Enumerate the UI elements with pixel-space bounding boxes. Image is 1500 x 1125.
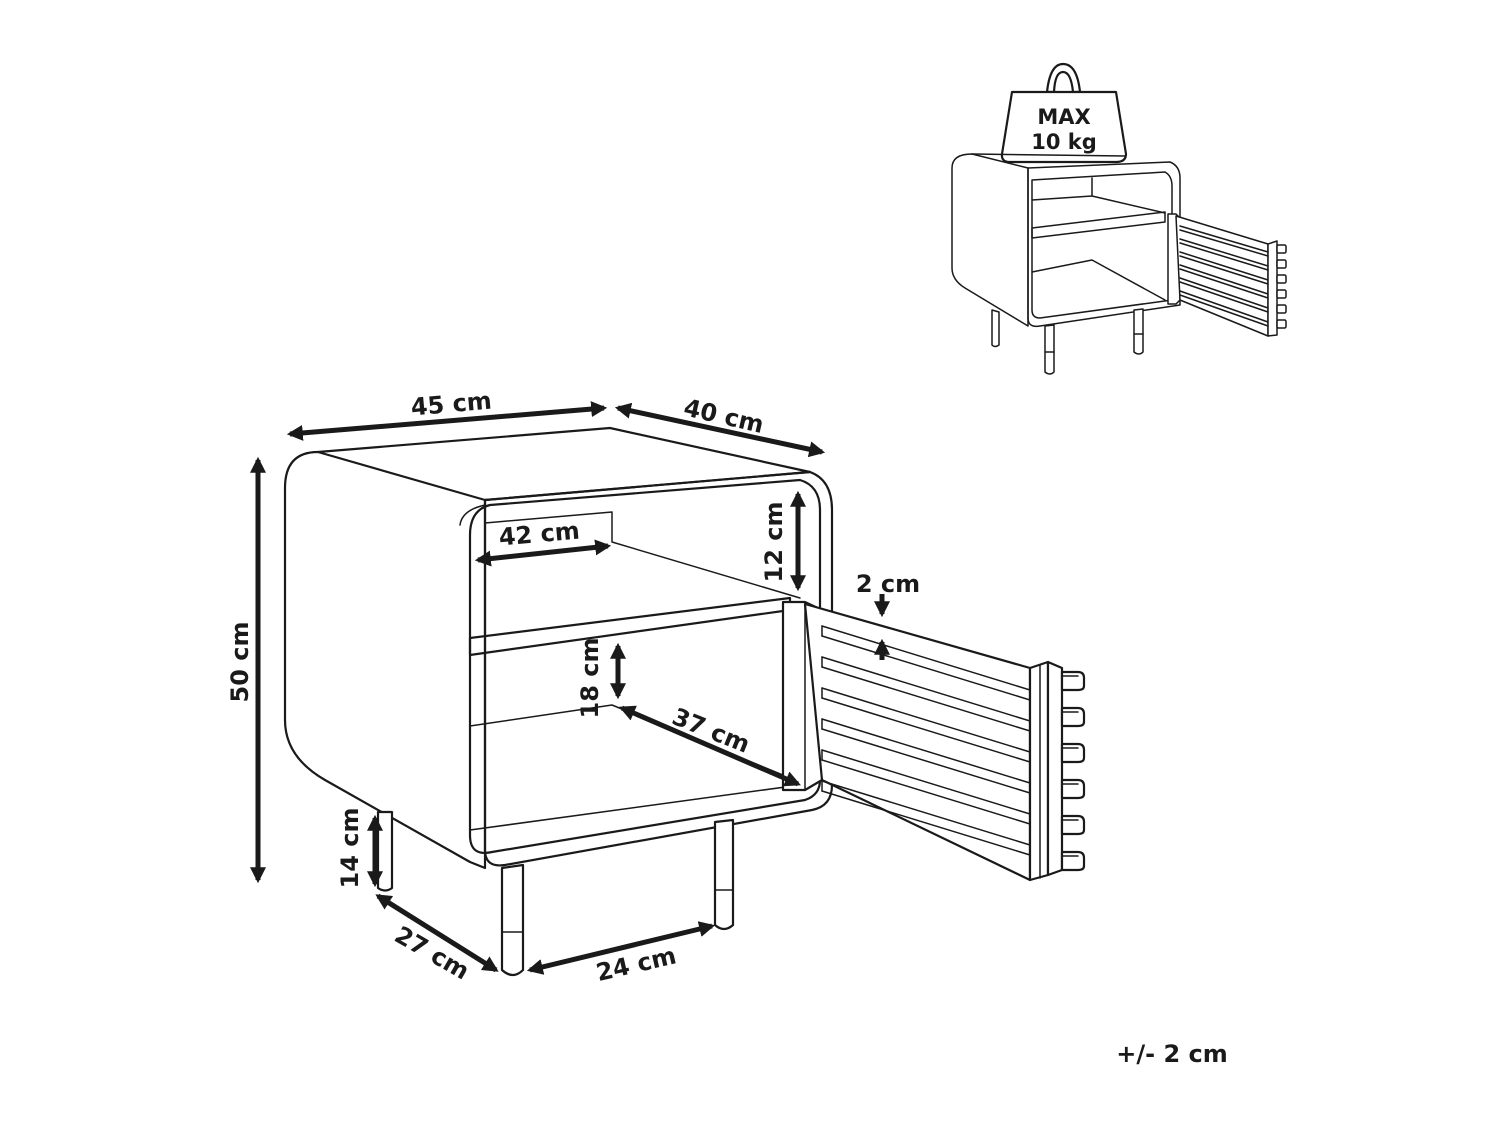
arrow-leg-depth: [375, 893, 499, 973]
label-height: 50 cm: [226, 622, 254, 703]
max-load-line1: MAX: [1037, 105, 1090, 129]
leg-front-right: [713, 818, 735, 931]
weight-icon: [1000, 90, 1128, 164]
small-cabinet-side: [951, 153, 1029, 327]
max-load-line2: 10 kg: [1031, 130, 1097, 154]
label-slat-thickness: 2 cm: [856, 570, 920, 598]
leg-back-left: [376, 810, 394, 892]
small-door-knob: [1276, 289, 1287, 299]
cabinet-door: [781, 600, 1064, 882]
arrow-width: [286, 401, 608, 441]
door-slat: [821, 687, 1031, 763]
label-inner-depth: 37 cm: [668, 702, 754, 758]
door-knob: [1060, 778, 1086, 800]
label-upper-compartment: 12 cm: [760, 502, 788, 583]
leg-front-left: [500, 863, 525, 977]
inner-bottom-edge: [469, 784, 801, 831]
small-door-slat: [1179, 251, 1269, 285]
door-knobs: [1060, 670, 1086, 872]
arrow-depth: [614, 402, 826, 458]
dimension-labels: 45 cm 40 cm 50 cm 42 cm 12 cm 2 cm 18 cm…: [226, 387, 920, 987]
door-slat: [821, 749, 1031, 825]
door-slat: [821, 656, 1031, 732]
label-leg-width: 24 cm: [594, 941, 679, 987]
cabinet-shelf: [468, 596, 792, 657]
door-knob: [1060, 742, 1086, 764]
opening-edge: [459, 504, 486, 526]
small-door-slat: [1179, 238, 1269, 271]
arrow-leg-width: [526, 921, 716, 975]
label-lower-compartment: 18 cm: [576, 638, 604, 719]
small-door-knob: [1276, 304, 1287, 314]
small-door-slat: [1179, 225, 1269, 257]
dimension-arrows: [249, 401, 891, 975]
cabinet-side-panel: [283, 450, 487, 870]
cabinet-front-opening: [468, 478, 822, 854]
door-slats: [821, 625, 1031, 856]
door-slat: [821, 625, 1031, 701]
door-slat: [821, 718, 1031, 794]
main-cabinet-drawing: [283, 426, 1086, 977]
door-knob: [1060, 670, 1086, 692]
door-slat: [821, 780, 1031, 856]
max-load-illustration: MAX 10 kg: [951, 62, 1287, 375]
door-end-stile: [1028, 660, 1050, 882]
door-knob: [1060, 706, 1086, 728]
small-door-slat: [1179, 277, 1269, 313]
small-door-knob: [1276, 274, 1287, 284]
inner-back-edge-top: [484, 511, 801, 599]
cabinet-top: [316, 426, 812, 502]
arrow-inner-width: [474, 539, 612, 567]
cabinet-front-frame: [483, 470, 834, 867]
small-door-knob: [1276, 259, 1287, 269]
small-door-knob: [1276, 244, 1287, 254]
inner-back-edge-bottom: [469, 704, 801, 783]
tolerance-note: +/- 2 cm: [1116, 1040, 1227, 1068]
label-inner-width: 42 cm: [498, 517, 581, 552]
door-knob: [1060, 814, 1086, 836]
small-door-slat: [1179, 290, 1269, 327]
door-knob: [1060, 850, 1086, 872]
small-door-knob: [1276, 319, 1287, 329]
arrow-inner-depth: [619, 705, 801, 787]
weight-handle: [1045, 62, 1082, 94]
label-leg-height: 14 cm: [336, 808, 364, 889]
small-door-slat: [1179, 264, 1269, 299]
